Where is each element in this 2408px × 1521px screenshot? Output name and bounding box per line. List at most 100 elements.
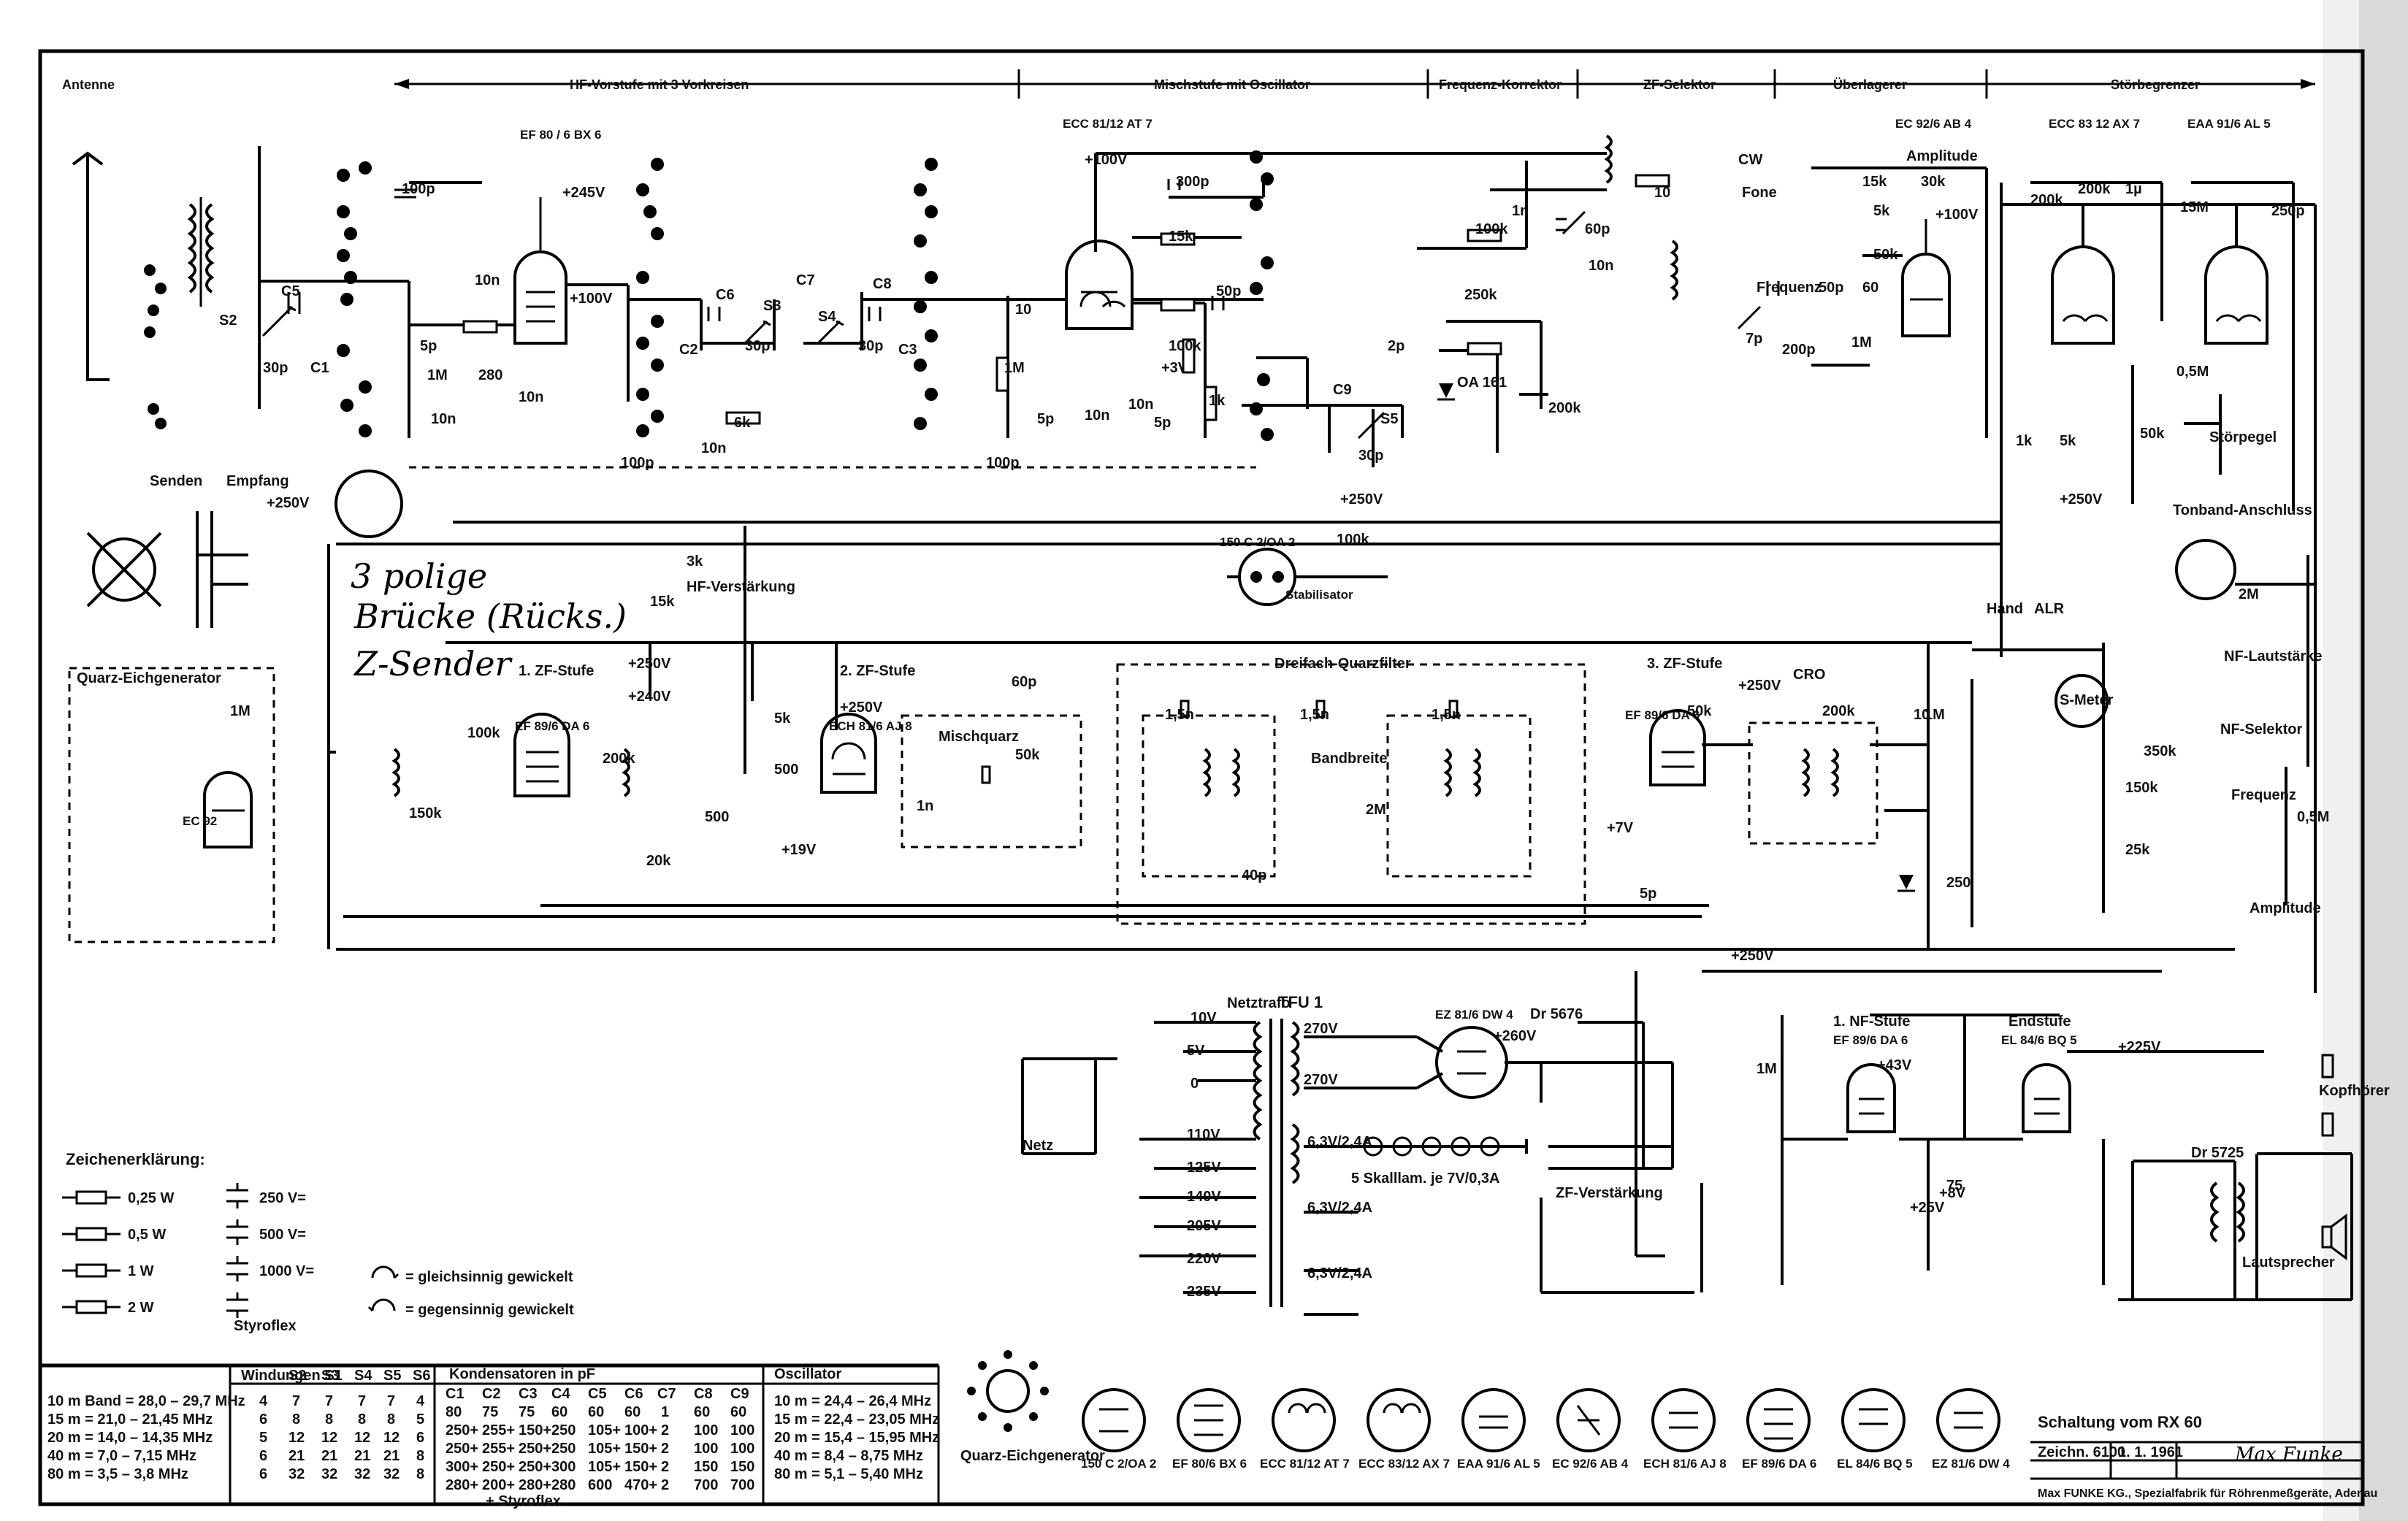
svg-text:= gleichsinnig gewickelt: = gleichsinnig gewickelt	[405, 1269, 573, 1285]
svg-text:1. NF-Stufe: 1. NF-Stufe	[1833, 1014, 1911, 1030]
svg-text:50p: 50p	[1216, 283, 1241, 299]
quarz-socket-icon	[967, 1350, 1049, 1432]
svg-text:7: 7	[387, 1393, 395, 1409]
svg-text:7: 7	[292, 1393, 300, 1409]
svg-text:7: 7	[325, 1393, 333, 1409]
svg-text:5p: 5p	[420, 338, 437, 354]
svg-text:150+: 150+	[624, 1441, 657, 1457]
svg-text:30p: 30p	[858, 338, 883, 354]
svg-text:Amplitude: Amplitude	[1906, 148, 1978, 164]
svg-text:32: 32	[321, 1466, 337, 1482]
svg-text:105+: 105+	[588, 1459, 621, 1475]
svg-text:100p: 100p	[402, 181, 435, 197]
svg-text:12: 12	[383, 1430, 400, 1446]
svg-text:+250V: +250V	[267, 495, 310, 511]
svg-text:6k: 6k	[734, 415, 751, 431]
svg-text:Zeichn. 6100: Zeichn. 6100	[2038, 1444, 2125, 1460]
svg-text:255+: 255+	[482, 1422, 515, 1438]
svg-text:5 Skalllam. je 7V/0,3A: 5 Skalllam. je 7V/0,3A	[1351, 1171, 1499, 1187]
svg-text:150: 150	[694, 1459, 718, 1475]
netztrafo-icon: Netztrafo TFU 1	[1227, 993, 1323, 1307]
svg-text:1n: 1n	[1512, 203, 1529, 219]
svg-text:Oscillator: Oscillator	[774, 1366, 841, 1382]
antenna-icon	[72, 151, 110, 381]
svg-text:10n: 10n	[701, 440, 726, 456]
svg-text:150k: 150k	[2125, 780, 2158, 796]
svg-text:470+: 470+	[624, 1477, 657, 1493]
svg-text:20 m = 15,4 – 15,95 MHz: 20 m = 15,4 – 15,95 MHz	[774, 1430, 939, 1446]
svg-text:+19V: +19V	[781, 842, 817, 858]
svg-text:21: 21	[383, 1448, 400, 1464]
section-antenna: Antenne	[62, 77, 115, 92]
svg-text:250: 250	[1946, 875, 1971, 891]
svg-text:150+: 150+	[519, 1422, 551, 1438]
svg-text:+ Styroflex: + Styroflex	[486, 1493, 561, 1509]
svg-text:1k: 1k	[2016, 433, 2033, 449]
svg-text:Styroflex: Styroflex	[234, 1318, 297, 1334]
svg-text:60: 60	[694, 1404, 710, 1420]
svg-text:200k: 200k	[2078, 181, 2111, 197]
svg-text:250: 250	[551, 1441, 576, 1457]
svg-text:S2: S2	[219, 313, 237, 329]
svg-text:75: 75	[482, 1404, 498, 1420]
svg-text:60: 60	[730, 1404, 746, 1420]
svg-text:32: 32	[288, 1466, 305, 1482]
svg-text:50k: 50k	[1015, 747, 1040, 763]
svg-text:10n: 10n	[1589, 258, 1613, 274]
svg-text:2: 2	[661, 1422, 669, 1438]
legend-title: Zeichenerklärung:	[66, 1150, 205, 1168]
svg-text:C8: C8	[873, 276, 892, 292]
svg-text:+3V: +3V	[1161, 360, 1188, 376]
svg-text:Kondensatoren in pF: Kondensatoren in pF	[449, 1366, 595, 1382]
svg-text:EAA 91/6 AL 5: EAA 91/6 AL 5	[1457, 1457, 1540, 1471]
svg-text:5p: 5p	[1640, 886, 1656, 902]
svg-text:0,5M: 0,5M	[2176, 364, 2209, 380]
svg-text:C1: C1	[310, 360, 329, 376]
drawing-title: Schaltung vom RX 60	[2038, 1413, 2202, 1431]
svg-text:+7V: +7V	[1607, 820, 1634, 836]
svg-text:Frequenz: Frequenz	[1757, 280, 1822, 296]
svg-text:5k: 5k	[774, 710, 791, 727]
svg-text:3. ZF-Stufe: 3. ZF-Stufe	[1647, 656, 1722, 672]
kopfhoerer-icon: Kopfhörer	[2319, 1054, 2390, 1137]
svg-text:250k: 250k	[1464, 287, 1497, 303]
svg-text:Endstufe: Endstufe	[2008, 1014, 2071, 1030]
svg-text:Störpegel: Störpegel	[2209, 429, 2277, 445]
svg-text:6,3V/2,4A: 6,3V/2,4A	[1307, 1265, 1372, 1281]
section-zf: ZF-Selektor	[1643, 77, 1716, 92]
svg-text:C7: C7	[657, 1386, 676, 1402]
section-header: Antenne HF-Vorstufe mit 3 Vorkreisen Mis…	[62, 69, 2315, 99]
svg-text:32: 32	[383, 1466, 400, 1482]
quartz-crystals: 1,5n 1,5n 1,5n	[981, 700, 1461, 784]
svg-text:2. ZF-Stufe: 2. ZF-Stufe	[840, 663, 915, 679]
svg-text:10n: 10n	[1128, 396, 1153, 413]
svg-text:ALR: ALR	[2034, 601, 2065, 617]
lautsprecher-icon: Lautsprecher	[2242, 1214, 2347, 1271]
svg-text:60p: 60p	[1585, 221, 1610, 237]
svg-text:Quarz-Eichgenerator: Quarz-Eichgenerator	[77, 670, 221, 686]
svg-text:Windungen S1: Windungen S1	[241, 1368, 343, 1384]
svg-text:200k: 200k	[603, 751, 635, 767]
svg-text:Dr 5676: Dr 5676	[1530, 1006, 1583, 1022]
handwritten-notes: 3 polige Brücke (Rücks.) Z-Sender	[351, 556, 627, 683]
svg-text:Empfang: Empfang	[226, 473, 289, 489]
svg-text:+260V: +260V	[1494, 1028, 1537, 1044]
tube-label-ef80: EF 80 / 6 BX 6	[520, 128, 602, 142]
svg-text:125V: 125V	[1187, 1160, 1221, 1176]
svg-text:10n: 10n	[431, 411, 456, 427]
svg-text:2: 2	[661, 1459, 669, 1475]
svg-text:200p: 200p	[1782, 342, 1816, 358]
svg-text:12: 12	[354, 1430, 370, 1446]
svg-text:4: 4	[416, 1393, 425, 1409]
svg-text:50p: 50p	[1819, 280, 1843, 296]
svg-text:C2: C2	[482, 1386, 501, 1402]
svg-text:250+: 250+	[446, 1441, 478, 1457]
band-tables: 10 m Band = 28,0 – 29,7 MHz 15 m = 21,0 …	[40, 1363, 940, 1509]
tube-label-ef89a: EF 89/6 DA 6	[515, 719, 589, 733]
svg-text:TFU 1: TFU 1	[1278, 993, 1323, 1011]
svg-text:350k: 350k	[2144, 743, 2176, 759]
svg-text:0: 0	[1190, 1076, 1199, 1092]
svg-text:1M: 1M	[230, 703, 251, 719]
power-supply: Netztrafo TFU 1 +260V 5 Skalllam. je 7V/…	[1021, 993, 2390, 1316]
svg-text:15 m = 21,0 – 21,45 MHz: 15 m = 21,0 – 21,45 MHz	[47, 1411, 213, 1428]
